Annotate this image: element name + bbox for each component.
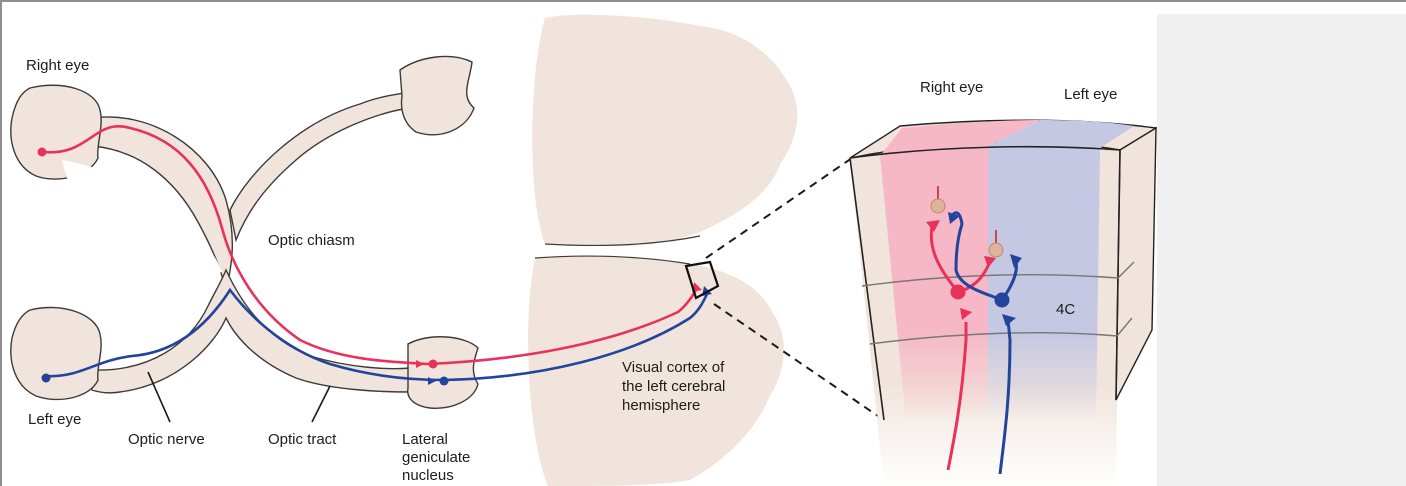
left-eye-retina-cell [42, 374, 51, 383]
eye-blobs [11, 56, 478, 408]
label-inset-left-eye: Left eye [1064, 86, 1117, 103]
label-optic-nerve: Optic nerve [128, 431, 205, 448]
visual-pathway-diagram: Right eye Left eye Optic chiasm Optic ne… [0, 0, 1157, 486]
left-eye-globe [11, 307, 101, 399]
tract-top-blob [400, 56, 474, 134]
right-eye-globe [11, 85, 101, 179]
inset-blue-soma [995, 293, 1010, 308]
left-lgn-cell [440, 377, 449, 386]
label-optic-tract: Optic tract [268, 431, 337, 448]
inset-red-soma [951, 285, 966, 300]
label-cortex-1: Visual cortex of [622, 359, 725, 376]
optic-tract-leader [312, 386, 330, 422]
label-inset-right-eye: Right eye [920, 79, 983, 96]
lgn-left-blob [408, 337, 478, 408]
label-left-eye: Left eye [28, 411, 81, 428]
right-eye-retina-cell [38, 148, 47, 157]
left-eye-column [988, 146, 1100, 420]
label-lgn-1: Lateral [402, 431, 448, 448]
label-optic-chiasm: Optic chiasm [268, 232, 355, 249]
block-side-face [1116, 128, 1156, 400]
label-cortex-2: the left cerebral [622, 378, 725, 395]
right-lgn-cell [429, 360, 438, 369]
label-layer-4c: 4C [1056, 301, 1075, 318]
right-hemisphere [532, 15, 797, 247]
label-cortex-3: hemisphere [622, 397, 700, 414]
side-panel [1157, 14, 1406, 486]
optic-pathway-tissue [92, 92, 410, 393]
label-lgn-2: geniculate [402, 449, 470, 466]
label-right-eye: Right eye [26, 57, 89, 74]
label-lgn-3: nucleus [402, 467, 454, 484]
